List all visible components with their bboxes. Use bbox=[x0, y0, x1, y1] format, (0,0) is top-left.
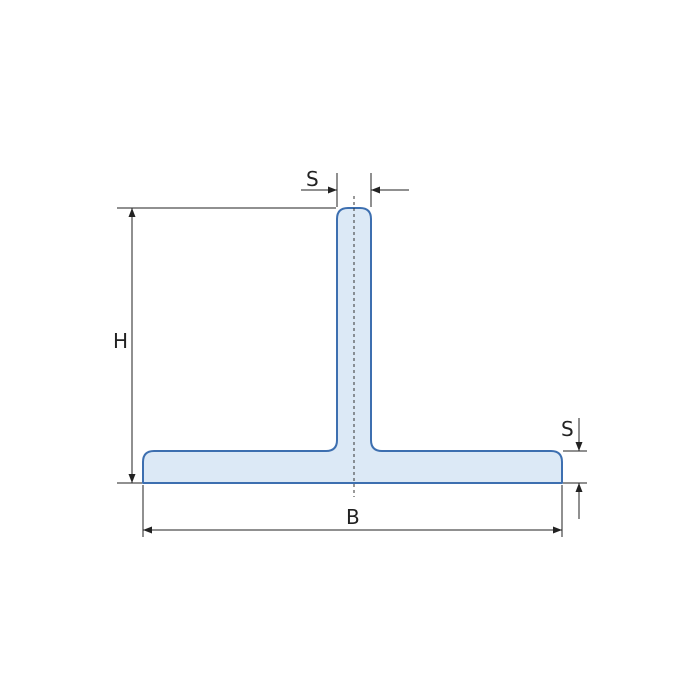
web-arrow-left bbox=[328, 186, 337, 194]
flange-thickness-dimension bbox=[563, 418, 587, 519]
width-label: B bbox=[346, 505, 360, 529]
web-thickness-dimension bbox=[301, 173, 409, 207]
width-dimension bbox=[142, 485, 563, 537]
flange-arrow-top bbox=[575, 442, 583, 451]
width-arrow-left bbox=[143, 526, 152, 534]
height-arrow-bottom bbox=[128, 474, 136, 483]
width-arrow-right bbox=[553, 526, 562, 534]
web-arrow-right bbox=[371, 186, 380, 194]
height-arrow-top bbox=[128, 208, 136, 217]
height-dimension bbox=[117, 207, 336, 484]
web-thickness-label: S bbox=[306, 167, 319, 191]
flange-arrow-bottom bbox=[575, 483, 583, 492]
flange-thickness-label: S bbox=[561, 417, 574, 441]
height-label: H bbox=[113, 329, 128, 353]
t-profile-shape bbox=[142, 207, 563, 484]
